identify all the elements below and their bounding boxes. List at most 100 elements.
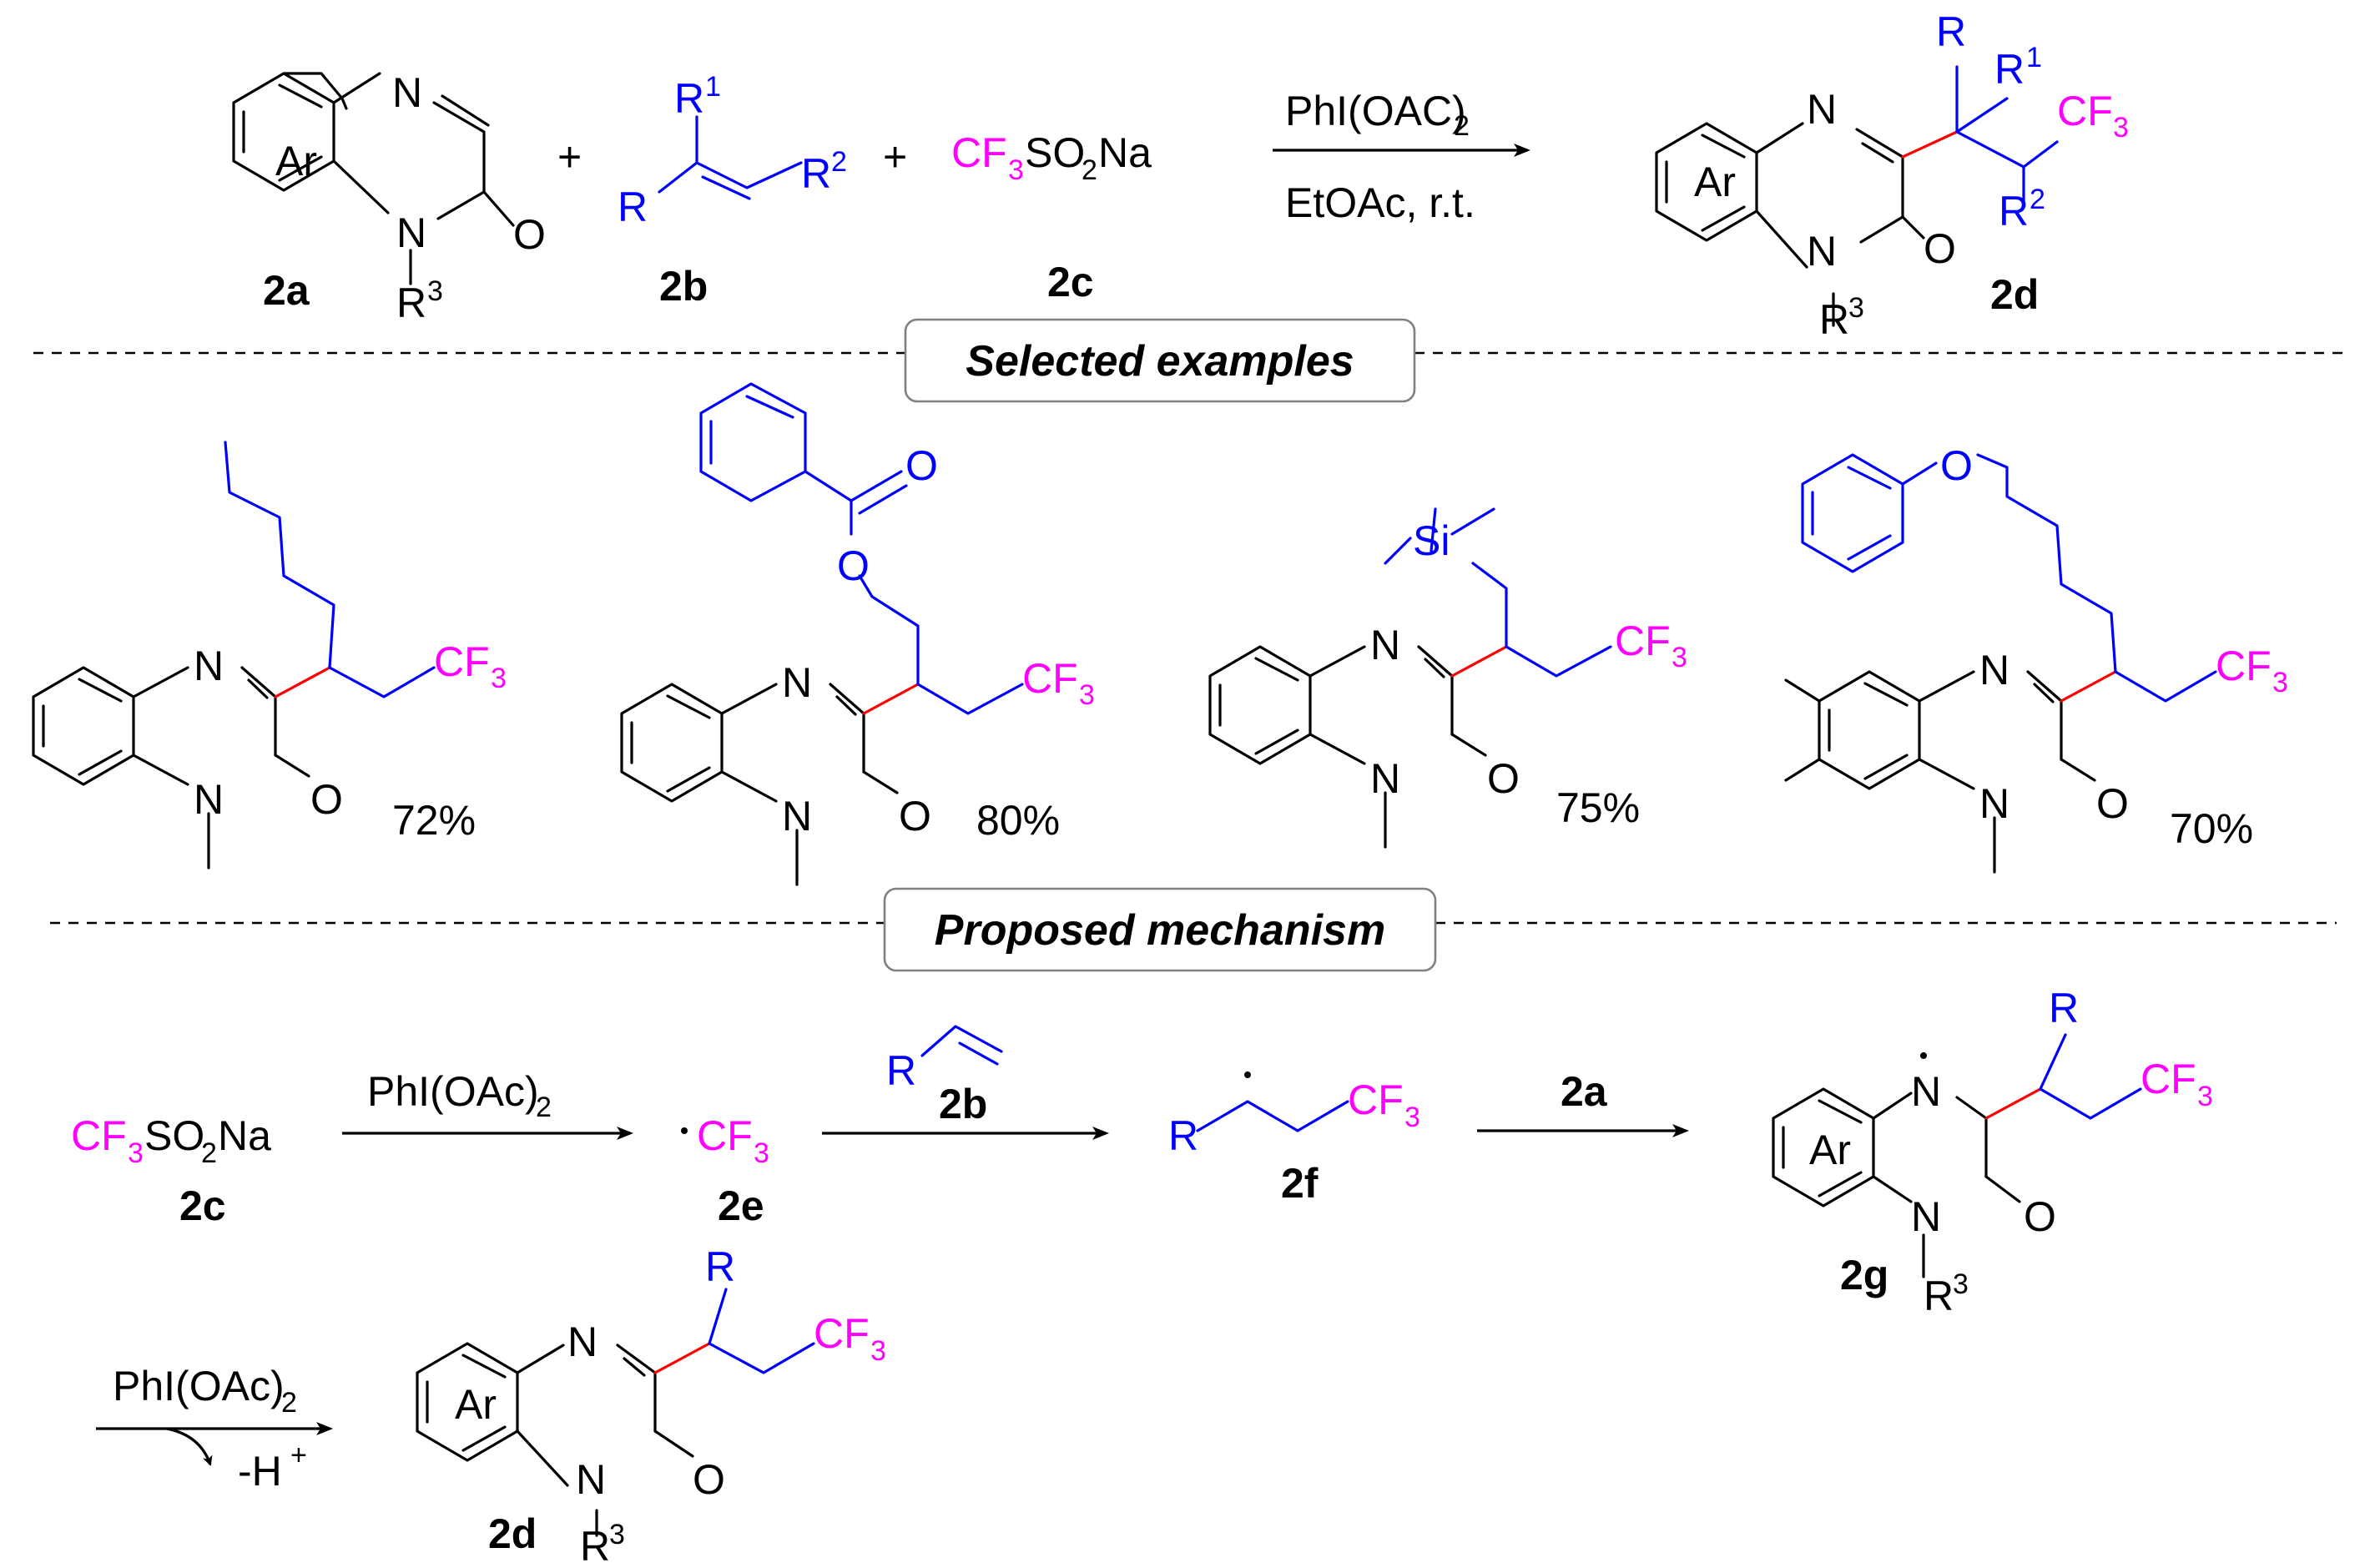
label-2a: 2a [263, 267, 310, 314]
cf3-text: CF [2141, 1056, 2196, 1102]
r-label: R [1168, 1112, 1198, 1159]
section-title-proposed-mechanism: Proposed mechanism [935, 906, 1385, 955]
so2-sub: 2 [1082, 154, 1097, 186]
label-2d: 2d [488, 1510, 537, 1557]
n-atom: N [1979, 780, 2009, 827]
r3-label: R [1819, 296, 1849, 343]
plus-sign: + [883, 134, 907, 180]
cf3-text: CF [814, 1310, 870, 1357]
n-atom: N [576, 1456, 606, 1503]
r-label: R [2049, 985, 2079, 1031]
conditions-text: EtOAc, r.t. [1285, 179, 1475, 226]
label-2c: 2c [179, 1182, 226, 1229]
r3-sup: 3 [1848, 292, 1864, 324]
label-2b: 2b [939, 1081, 987, 1127]
cf3-sub: 3 [491, 663, 507, 694]
radical-dot [1244, 1071, 1251, 1078]
cf3-text: CF [697, 1112, 753, 1159]
section-box [904, 318, 1416, 403]
o-atom: O [513, 211, 546, 258]
cf3-text: CF [1348, 1076, 1404, 1123]
mech-2f: R CF 3 2f [1168, 1071, 1420, 1207]
r3-sup: 3 [1953, 1268, 1969, 1300]
r1-label: R [1994, 46, 2025, 93]
example-3: Si N N O CF 3 75% [1208, 507, 1687, 849]
example-4: O N N O CF 3 70% [1784, 442, 2288, 874]
section-box [883, 887, 1437, 972]
r2-sup: 2 [2030, 184, 2045, 215]
o-atom: O [2096, 780, 2129, 827]
mech-2c: CF 3 SO 2 Na 2c [71, 1112, 271, 1229]
top-reaction-arrow: PhI(OAC) 2 EtOAc, r.t. [1273, 88, 1530, 226]
so-text: SO [1025, 129, 1085, 176]
n-atom: N [1911, 1068, 1941, 1115]
reagent-text: PhI(OAc) [367, 1068, 539, 1115]
si-atom: Si [1413, 517, 1450, 564]
o-atom: O [1487, 755, 1520, 802]
o-atom: O [310, 776, 343, 823]
yield-2: 80% [976, 797, 1060, 844]
o-atom: O [905, 442, 938, 489]
mech-arrow-2: R 2b [822, 1025, 1109, 1140]
n-atom: N [1807, 228, 1837, 275]
n-atom: N [194, 643, 224, 689]
mech-arrow-3: 2a [1477, 1068, 1689, 1137]
n-atom: N [1807, 86, 1837, 133]
label-2d: 2d [1990, 271, 2039, 318]
ar-label: Ar [1809, 1127, 1851, 1173]
mech-2g: N N O Ar R 3 R CF 3 2g [1772, 985, 2213, 1319]
r2-sup: 2 [831, 146, 847, 178]
r3-label: R [1924, 1273, 1954, 1319]
r1-sup: 1 [705, 71, 721, 103]
mech-2d: N N O Ar R 3 R CF 3 2d [416, 1243, 886, 1568]
cf3-sub: 3 [1008, 154, 1024, 186]
n-atom: N [194, 776, 224, 823]
n-atom: N [782, 793, 812, 839]
radical-dot [681, 1127, 688, 1134]
r-label: R [886, 1047, 916, 1094]
section-title-selected-examples: Selected examples [966, 337, 1354, 386]
label-2g: 2g [1840, 1252, 1888, 1298]
mech-2e: CF 3 2e [681, 1112, 769, 1229]
r3-sup: 3 [609, 1519, 625, 1550]
so-text: SO [144, 1112, 204, 1159]
example-1: N N O CF 3 72% [32, 441, 507, 870]
n-atom: N [1911, 1193, 1941, 1240]
label-2a: 2a [1561, 1068, 1608, 1115]
reagent-sub: 2 [1454, 110, 1470, 142]
cf3-text: CF [2057, 88, 2113, 134]
r2-label: R [1999, 188, 2029, 234]
cf3-sub: 3 [1672, 642, 1687, 673]
ar-label: Ar [275, 138, 317, 184]
example-2: O O N N O CF 3 80% [620, 382, 1095, 886]
cf3-sub: 3 [2197, 1081, 2213, 1112]
cf3-sub: 3 [1404, 1102, 1420, 1133]
compound-2d-top: N N O Ar R 3 R R 1 CF 3 R 2 2d [1655, 8, 2129, 343]
r-label: R [1936, 8, 1966, 55]
cf3-text: CF [434, 638, 490, 685]
cf3-text: CF [1615, 618, 1671, 664]
label-2c: 2c [1047, 259, 1094, 305]
r3-label: R [580, 1523, 610, 1568]
reagent-sub: 2 [281, 1387, 297, 1419]
r1-sup: 1 [2026, 42, 2042, 73]
yield-3: 75% [1556, 784, 1640, 831]
cf3-text: CF [71, 1112, 127, 1159]
mech-arrow-1: PhI(OAc) 2 [342, 1068, 633, 1140]
o-atom: O [837, 542, 870, 589]
reagent-text: PhI(OAc) [113, 1363, 285, 1409]
minus-h-sup: + [290, 1439, 307, 1471]
o-atom: O [693, 1456, 725, 1503]
o-atom: O [899, 793, 931, 839]
o-atom: O [1940, 442, 1973, 489]
compound-2c: CF 3 SO 2 Na 2c [951, 129, 1152, 305]
cf3-sub: 3 [2113, 112, 2129, 144]
cf3-sub: 3 [128, 1137, 144, 1169]
n-atom: N [567, 1318, 598, 1365]
cf3-text: CF [951, 129, 1007, 176]
label-2b: 2b [659, 263, 708, 310]
r1-label: R [674, 75, 704, 122]
r3-label: R [396, 280, 426, 326]
ar-label: Ar [1694, 159, 1736, 205]
